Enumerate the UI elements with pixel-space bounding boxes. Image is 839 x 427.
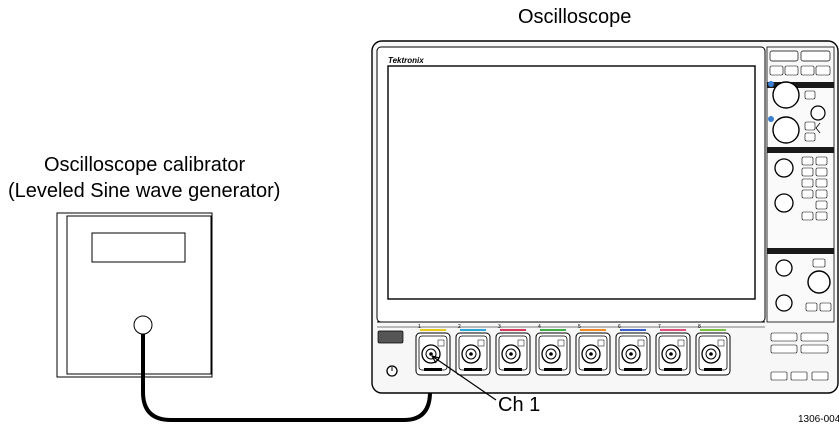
channel-number-3: 3: [498, 324, 501, 330]
display-screen: [387, 65, 756, 300]
bnc-cable: [141, 312, 432, 422]
channel-number-8: 8: [698, 324, 701, 330]
ch1-callout-line: [431, 355, 497, 401]
channel-input-4[interactable]: 4: [535, 324, 571, 376]
calibrator-output-connector: [133, 315, 153, 335]
figure-id: 1306-004: [798, 414, 839, 425]
calibrator-unit: [56, 212, 213, 378]
channel-input-7[interactable]: 7: [655, 324, 691, 376]
trigger-level-knob[interactable]: [810, 105, 826, 121]
horizontal-scale-knob[interactable]: [775, 294, 793, 312]
channel-input-2[interactable]: 2: [455, 324, 491, 376]
control-panel: [766, 46, 835, 323]
vertical-scale-knob[interactable]: [774, 193, 794, 213]
multipurpose-knob[interactable]: [807, 270, 831, 294]
calibrator-title-line1: Oscilloscope calibrator: [44, 154, 246, 176]
channel-inputs: 1 2 3 4 5 6 7 8: [415, 324, 731, 376]
channel-number-6: 6: [618, 324, 621, 330]
oscilloscope-title: Oscilloscope: [518, 6, 632, 28]
run-stop-button[interactable]: [769, 50, 799, 62]
channel-callout-label: Ch 1: [498, 394, 541, 416]
calibrator-title-line2: (Leveled Sine wave generator): [8, 180, 281, 202]
horizontal-position-knob[interactable]: [775, 259, 793, 277]
channel-input-8[interactable]: 8: [695, 324, 731, 376]
channel-number-4: 4: [538, 324, 541, 330]
trigger-knob-a[interactable]: [772, 81, 800, 109]
channel-input-5[interactable]: 5: [575, 324, 611, 376]
single-seq-button[interactable]: [800, 50, 831, 62]
brand-logo: Tektronix: [388, 56, 424, 65]
utility-buttons: [770, 332, 829, 381]
channel-number-1: 1: [418, 324, 421, 330]
channel-number-5: 5: [578, 324, 581, 330]
channel-input-6[interactable]: 6: [615, 324, 651, 376]
aux-button: [377, 330, 404, 344]
channel-number-7: 7: [658, 324, 661, 330]
oscilloscope-unit: 1 2 3 4 5 6 7 8: [371, 40, 839, 401]
vertical-position-knob[interactable]: [774, 158, 794, 178]
calibrator-display: [91, 232, 186, 263]
trigger-knob-b[interactable]: [772, 116, 800, 144]
channel-input-3[interactable]: 3: [495, 324, 531, 376]
channel-number-2: 2: [458, 324, 461, 330]
